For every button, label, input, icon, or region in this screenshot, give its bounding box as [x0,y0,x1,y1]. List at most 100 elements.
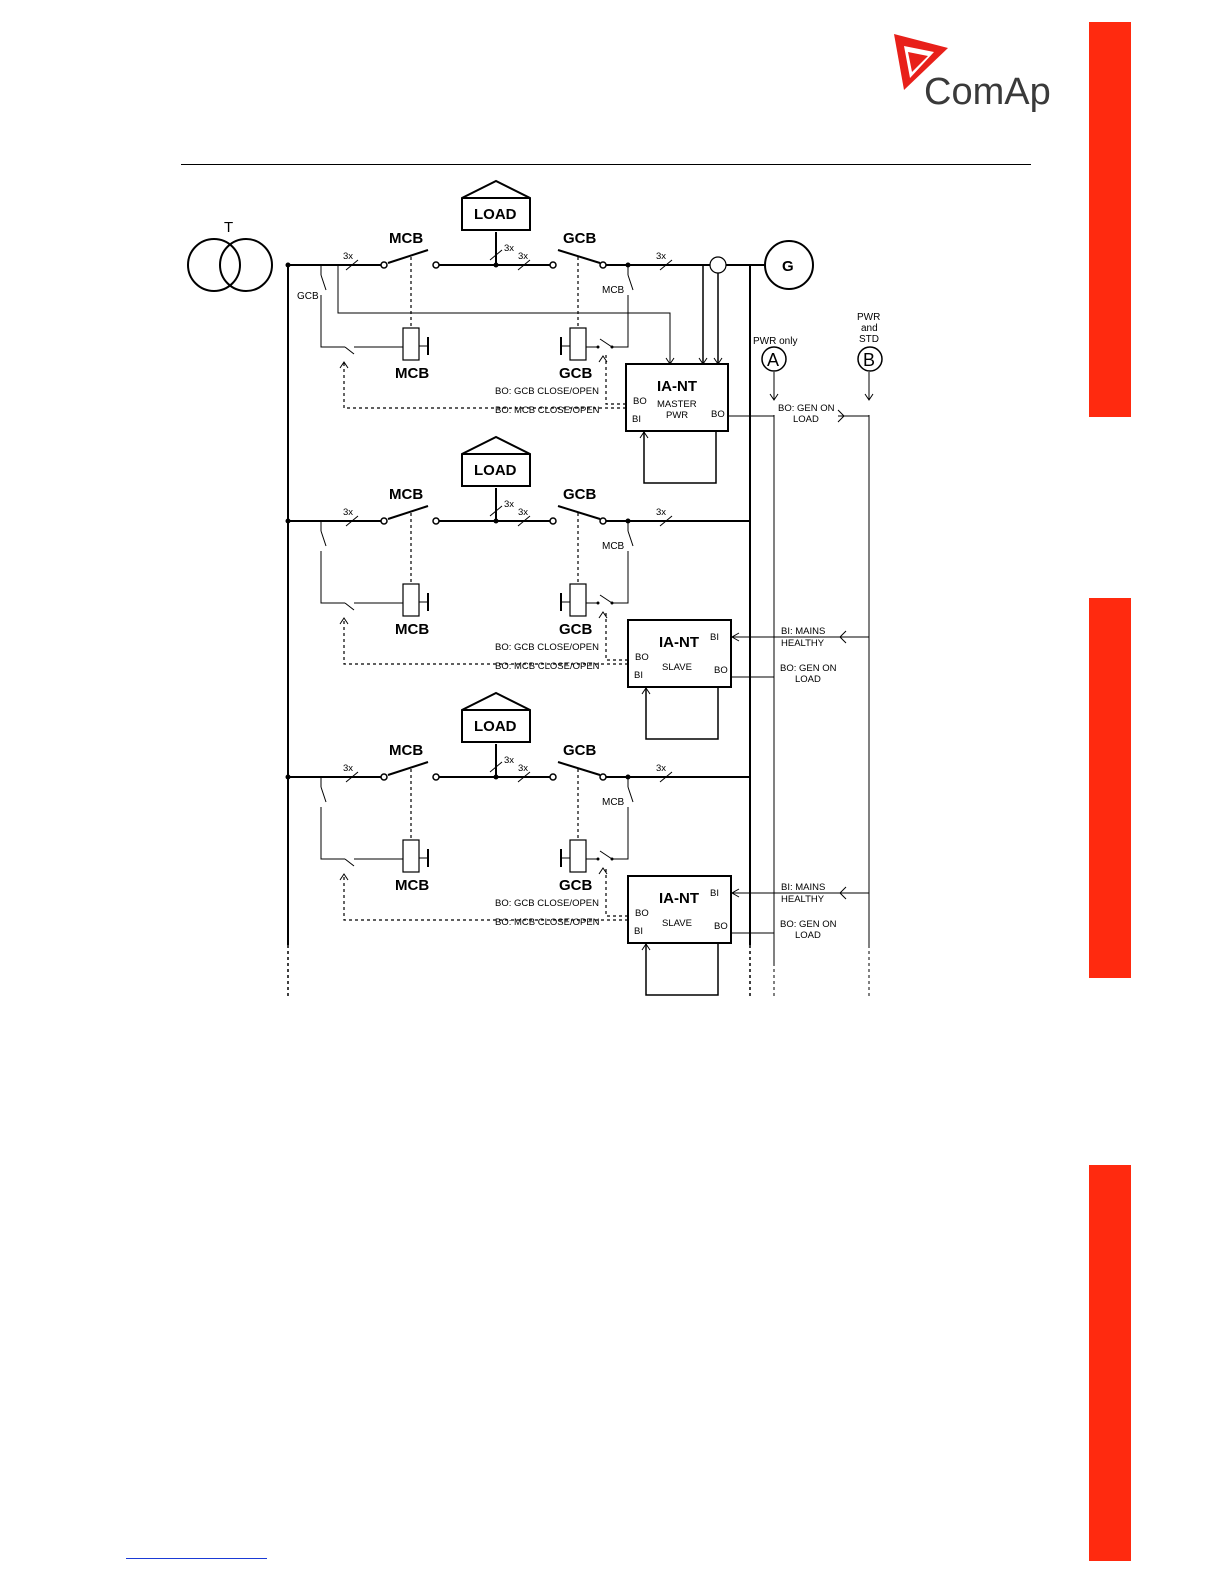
arrow-left [839,630,847,644]
mcb-control-arrow [339,617,349,625]
phase-count-label: 3x [343,507,353,518]
bi-feedback-arrow [641,943,651,951]
aux-contact-wire [612,295,629,348]
mcb-heading: MCB [389,486,423,503]
bi-terminal-label: BI [632,414,641,425]
phase-tick [659,771,673,783]
bo-gcb-label: BO: GCB CLOSE/OPEN [495,386,599,397]
ia-nt-controller [625,363,729,432]
bo-mcb-label: BO: MCB CLOSE/OPEN [495,917,600,928]
gcb-switch-blade [557,505,601,520]
bo-gcb-label: BO: GCB CLOSE/OPEN [495,642,599,653]
switch-terminal [432,773,440,781]
switch-terminal [549,773,557,781]
contact-dot [610,601,614,605]
mains-healthy-arrow [730,632,740,642]
phase-tick [517,259,531,271]
transformer-label: T [224,219,233,236]
contact-dot [596,345,600,349]
bo-terminal-label: BO [714,665,728,676]
mcb-heading: MCB [389,230,423,247]
phase-tick [345,259,359,271]
aux-contact-wire [612,807,629,860]
gcb-aux-label: GCB [297,291,319,302]
svg-text:A: A [767,350,779,370]
load-label: LOAD [474,206,517,223]
gcb-switch-blade [557,761,601,776]
mains-healthy-label: BI: MAINS [781,626,825,637]
side-tab [1089,1165,1131,1561]
mcb-coil-label: MCB [395,365,429,382]
phase-tick [517,515,531,527]
aux-contact-blade [627,530,634,547]
aux-contact-blade [320,274,327,291]
aux-contact-blade [599,850,613,860]
junction [285,774,291,780]
switch-terminal [599,261,607,269]
marker-b: B [857,346,883,372]
mcb-control-arrow [339,361,349,369]
mcb-aux-label: MCB [602,797,625,808]
contact-dot [610,857,614,861]
pwr-only-label: PWR only [753,336,797,347]
gen-on-load-output [731,932,775,966]
phase-count-label: 3x [343,763,353,774]
pwr-and-std-line: STD [859,334,879,345]
gcb-coil [569,839,587,873]
gcb-coil-label: GCB [559,365,593,382]
bi-feedback-loop [645,943,719,996]
phase-count-label: 3x [656,507,666,518]
load-label: LOAD [474,718,517,735]
phase-count-label: 3x [504,243,514,254]
switch-terminal [599,517,607,525]
controller-mode: PWR [666,410,688,421]
mains-healthy-arrow [730,888,740,898]
ia-nt-controller [627,619,732,688]
gen-on-load-output [731,676,775,710]
mcb-control-arrow [339,873,349,881]
switch-terminal [549,517,557,525]
gen-on-load-label: LOAD [795,674,821,685]
aux-contact-blade [627,786,634,803]
gcb-coil-label: GCB [559,877,593,894]
gen-on-load-label: LOAD [793,414,819,425]
phase-count-label: 3x [518,507,528,518]
gcb-control-arrow [598,355,608,363]
gcb-heading: GCB [563,742,597,759]
mcb-aux-label: MCB [602,285,625,296]
controller-name: IA-NT [657,378,697,395]
mcb-coil [402,839,420,873]
current-transformer [709,256,727,274]
header-rule [181,164,1031,165]
side-tab [1089,598,1131,978]
gcb-coil [569,327,587,361]
bo-terminal-label: BO [714,921,728,932]
phase-tick [345,515,359,527]
phase-tick [659,259,673,271]
transformer-symbol [187,238,273,292]
aux-contact-blade [344,602,355,611]
gen-on-load-label: LOAD [795,930,821,941]
phase-tick [345,771,359,783]
bi-terminal-label: BI [710,632,719,643]
measurement-arrow [698,357,708,365]
phase-count-label: 3x [518,251,528,262]
mcb-switch-blade [387,761,429,776]
aux-contact-blade [320,530,327,547]
controller-role: SLAVE [662,918,692,929]
pwr-and-std-line: PWR [857,312,880,323]
marker-a: A [761,346,787,372]
measurement-arrow [665,357,675,365]
svg-text:B: B [863,350,875,370]
bi-feedback-arrow [639,431,649,439]
phase-count-label: 3x [504,499,514,510]
aux-contact-blade [627,274,634,291]
mcb-control-line [343,874,628,921]
mcb-control-line [343,362,626,409]
mcb-aux-label: MCB [602,541,625,552]
mcb-coil [402,327,420,361]
side-tab [1089,22,1131,417]
load-box [461,691,531,743]
gcb-switch-blade [557,249,601,264]
